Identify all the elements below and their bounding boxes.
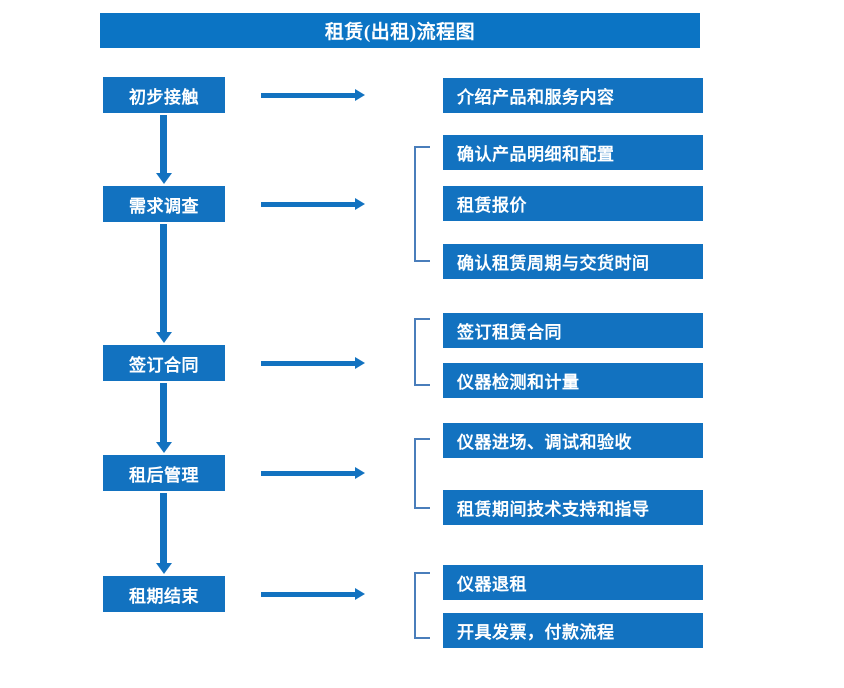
detail-label: 确认租赁周期与交货时间 (457, 254, 650, 273)
horizontal-arrow-lease-end (261, 587, 365, 601)
detail-box-confirm-product-details[interactable]: 确认产品明细和配置 (443, 135, 703, 170)
detail-box-invoice-payment-process[interactable]: 开具发票，付款流程 (443, 613, 703, 648)
stage-box-post-rental-management[interactable]: 租后管理 (103, 455, 225, 491)
detail-label: 仪器检测和计量 (457, 373, 580, 392)
stage-box-initial-contact[interactable]: 初步接触 (103, 77, 225, 113)
detail-box-rental-quotation[interactable]: 租赁报价 (443, 186, 703, 221)
group-bracket-lease-end (414, 572, 430, 639)
detail-label: 仪器退租 (457, 575, 527, 594)
vertical-arrow-contract-to-management (155, 383, 173, 454)
detail-box-technical-support-during-lease[interactable]: 租赁期间技术支持和指导 (443, 490, 703, 525)
stage-label: 需求调查 (129, 196, 199, 216)
stage-box-lease-end[interactable]: 租期结束 (103, 576, 225, 612)
detail-label: 确认产品明细和配置 (457, 145, 615, 164)
horizontal-arrow-needs-survey (261, 197, 365, 211)
detail-box-instrument-return[interactable]: 仪器退租 (443, 565, 703, 600)
detail-box-sign-lease-agreement[interactable]: 签订租赁合同 (443, 313, 703, 348)
detail-box-confirm-lease-period-delivery[interactable]: 确认租赁周期与交货时间 (443, 244, 703, 279)
horizontal-arrow-sign-contract (261, 356, 365, 370)
detail-label: 签订租赁合同 (457, 323, 562, 342)
detail-label: 介绍产品和服务内容 (457, 88, 615, 107)
detail-label: 租赁期间技术支持和指导 (457, 500, 650, 519)
group-bracket-sign-contract (414, 318, 430, 386)
detail-box-instrument-testing-metering[interactable]: 仪器检测和计量 (443, 363, 703, 398)
stage-label: 签订合同 (129, 355, 199, 375)
stage-label: 租后管理 (129, 465, 199, 485)
stage-label: 初步接触 (129, 87, 199, 107)
stage-box-needs-survey[interactable]: 需求调查 (103, 186, 225, 222)
detail-label: 开具发票，付款流程 (457, 623, 615, 642)
vertical-arrow-survey-to-contract (155, 224, 173, 344)
detail-label: 仪器进场、调试和验收 (457, 433, 632, 452)
stage-box-sign-contract[interactable]: 签订合同 (103, 345, 225, 381)
horizontal-arrow-post-rental-management (261, 466, 365, 480)
detail-box-introduce-products[interactable]: 介绍产品和服务内容 (443, 78, 703, 113)
stage-label: 租期结束 (129, 586, 199, 606)
group-bracket-needs-survey (414, 146, 430, 262)
chart-title: 租赁(出租)流程图 (324, 22, 476, 43)
vertical-arrow-management-to-end (155, 493, 173, 575)
vertical-arrow-initial-to-survey (155, 115, 173, 185)
detail-label: 租赁报价 (457, 196, 527, 215)
group-bracket-post-rental-management (414, 438, 430, 509)
horizontal-arrow-initial-contact (261, 88, 365, 102)
chart-title-bar: 租赁(出租)流程图 (100, 13, 700, 48)
detail-box-instrument-entry-commissioning-acceptance[interactable]: 仪器进场、调试和验收 (443, 423, 703, 458)
